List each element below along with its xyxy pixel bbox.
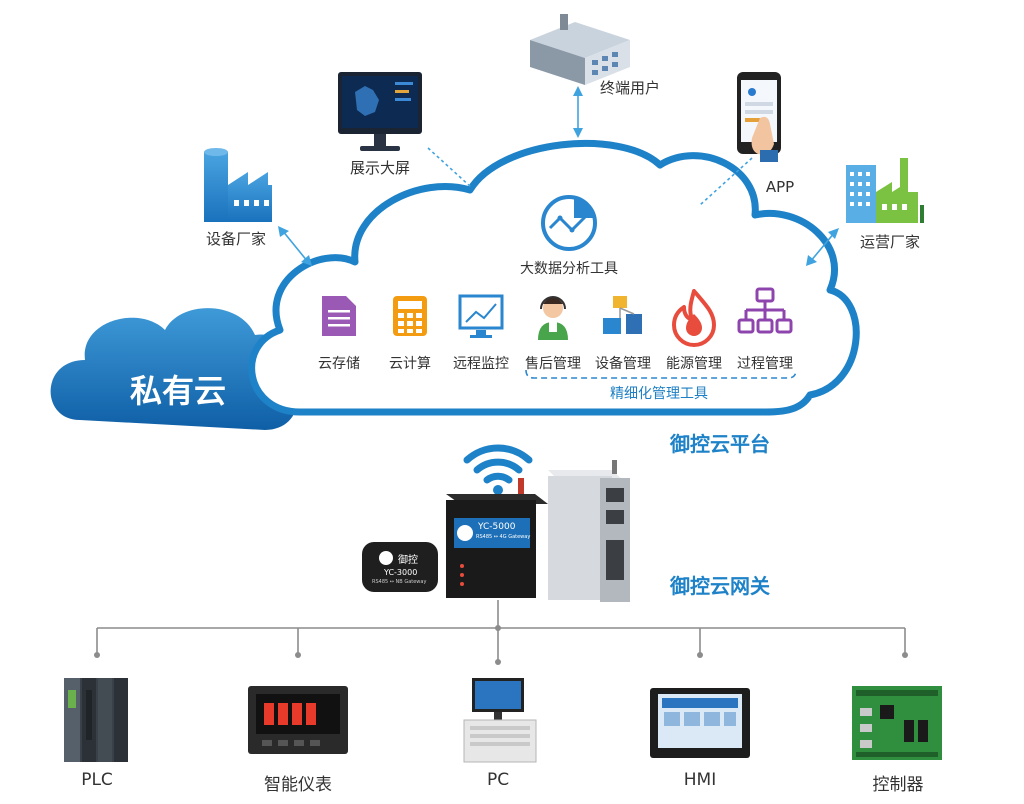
yc3000-model-label: YC-3000 xyxy=(384,568,418,577)
fine-mgmt-label: 精细化管理工具 xyxy=(610,386,708,402)
gateway-yc5000-device xyxy=(446,478,548,598)
tool-label-remote-monitor: 远程监控 xyxy=(453,356,509,372)
device-label-controller: 控制器 xyxy=(872,775,924,795)
device-label-smart-meter: 智能仪表 xyxy=(264,775,332,795)
flame-icon xyxy=(672,289,716,347)
process-tree-icon xyxy=(737,287,793,334)
terminal-user-building-icon xyxy=(530,14,630,85)
platform-title: 御控云平台 xyxy=(670,432,770,456)
terminal-user-label: 终端用户 xyxy=(599,79,661,97)
pc-device-icon xyxy=(463,678,537,763)
wifi-icon xyxy=(463,444,533,484)
bus-junction-dots xyxy=(94,625,908,665)
smart-meter-icon xyxy=(248,686,348,754)
equipment-maker-factory-icon xyxy=(204,148,272,222)
device-label-plc: PLC xyxy=(81,770,113,790)
hmi-device-icon xyxy=(650,688,750,758)
support-agent-icon xyxy=(538,296,568,340)
dash-big-screen xyxy=(427,147,473,189)
yc5000-model-sub: RS485 ↔ 4G Gateway xyxy=(476,534,531,540)
private-cloud-shape xyxy=(50,308,297,430)
device-label-pc: PC xyxy=(486,770,510,790)
document-icon xyxy=(322,296,356,336)
yc3000-model-sub: RS485 ↔ NB Gateway xyxy=(372,579,427,585)
calculator-icon xyxy=(393,296,427,336)
private-cloud-label: 私有云 xyxy=(129,372,227,410)
big-screen-monitor-icon xyxy=(338,72,422,151)
gateway-title: 御控云网关 xyxy=(670,574,770,598)
monitor-chart-icon xyxy=(458,294,504,338)
main-cloud-shape xyxy=(248,139,860,416)
field-bus-lines xyxy=(96,600,906,662)
operator-factory-icon xyxy=(846,158,924,223)
operator-label: 运营厂家 xyxy=(859,233,921,251)
big-data-tool-label: 大数据分析工具 xyxy=(520,261,618,277)
device-label-hmi: HMI xyxy=(683,770,717,790)
tool-label-after-sales: 售后管理 xyxy=(525,356,581,372)
equipment-maker-label: 设备厂家 xyxy=(205,230,267,248)
arrow-operator xyxy=(809,231,836,263)
arrow-equipment-maker xyxy=(281,229,309,263)
tool-label-process-mgmt: 过程管理 xyxy=(737,356,793,372)
gateway-industrial-box xyxy=(548,460,630,602)
app-label: APP xyxy=(765,178,795,196)
connectors-outer xyxy=(281,94,836,263)
yc5000-model-label: YC-5000 xyxy=(478,522,516,532)
gateway-yc3000-device xyxy=(362,542,438,592)
controller-board-icon xyxy=(852,686,942,760)
tool-label-cloud-storage: 云存储 xyxy=(318,356,360,372)
tool-label-energy-mgmt: 能源管理 xyxy=(666,356,722,372)
tool-label-cloud-compute: 云计算 xyxy=(389,356,431,372)
fine-mgmt-bracket xyxy=(525,369,797,379)
tool-label-equipment-mgmt: 设备管理 xyxy=(595,356,651,372)
yc3000-brand-label: 御控 xyxy=(398,555,418,566)
plc-device-icon xyxy=(64,678,128,762)
wifi-dot xyxy=(493,485,503,495)
equipment-icon xyxy=(603,296,642,334)
app-phone-icon xyxy=(737,72,781,162)
big-data-analysis-icon xyxy=(541,195,597,251)
arrow-heads xyxy=(278,86,839,266)
big-screen-label: 展示大屏 xyxy=(349,159,411,177)
